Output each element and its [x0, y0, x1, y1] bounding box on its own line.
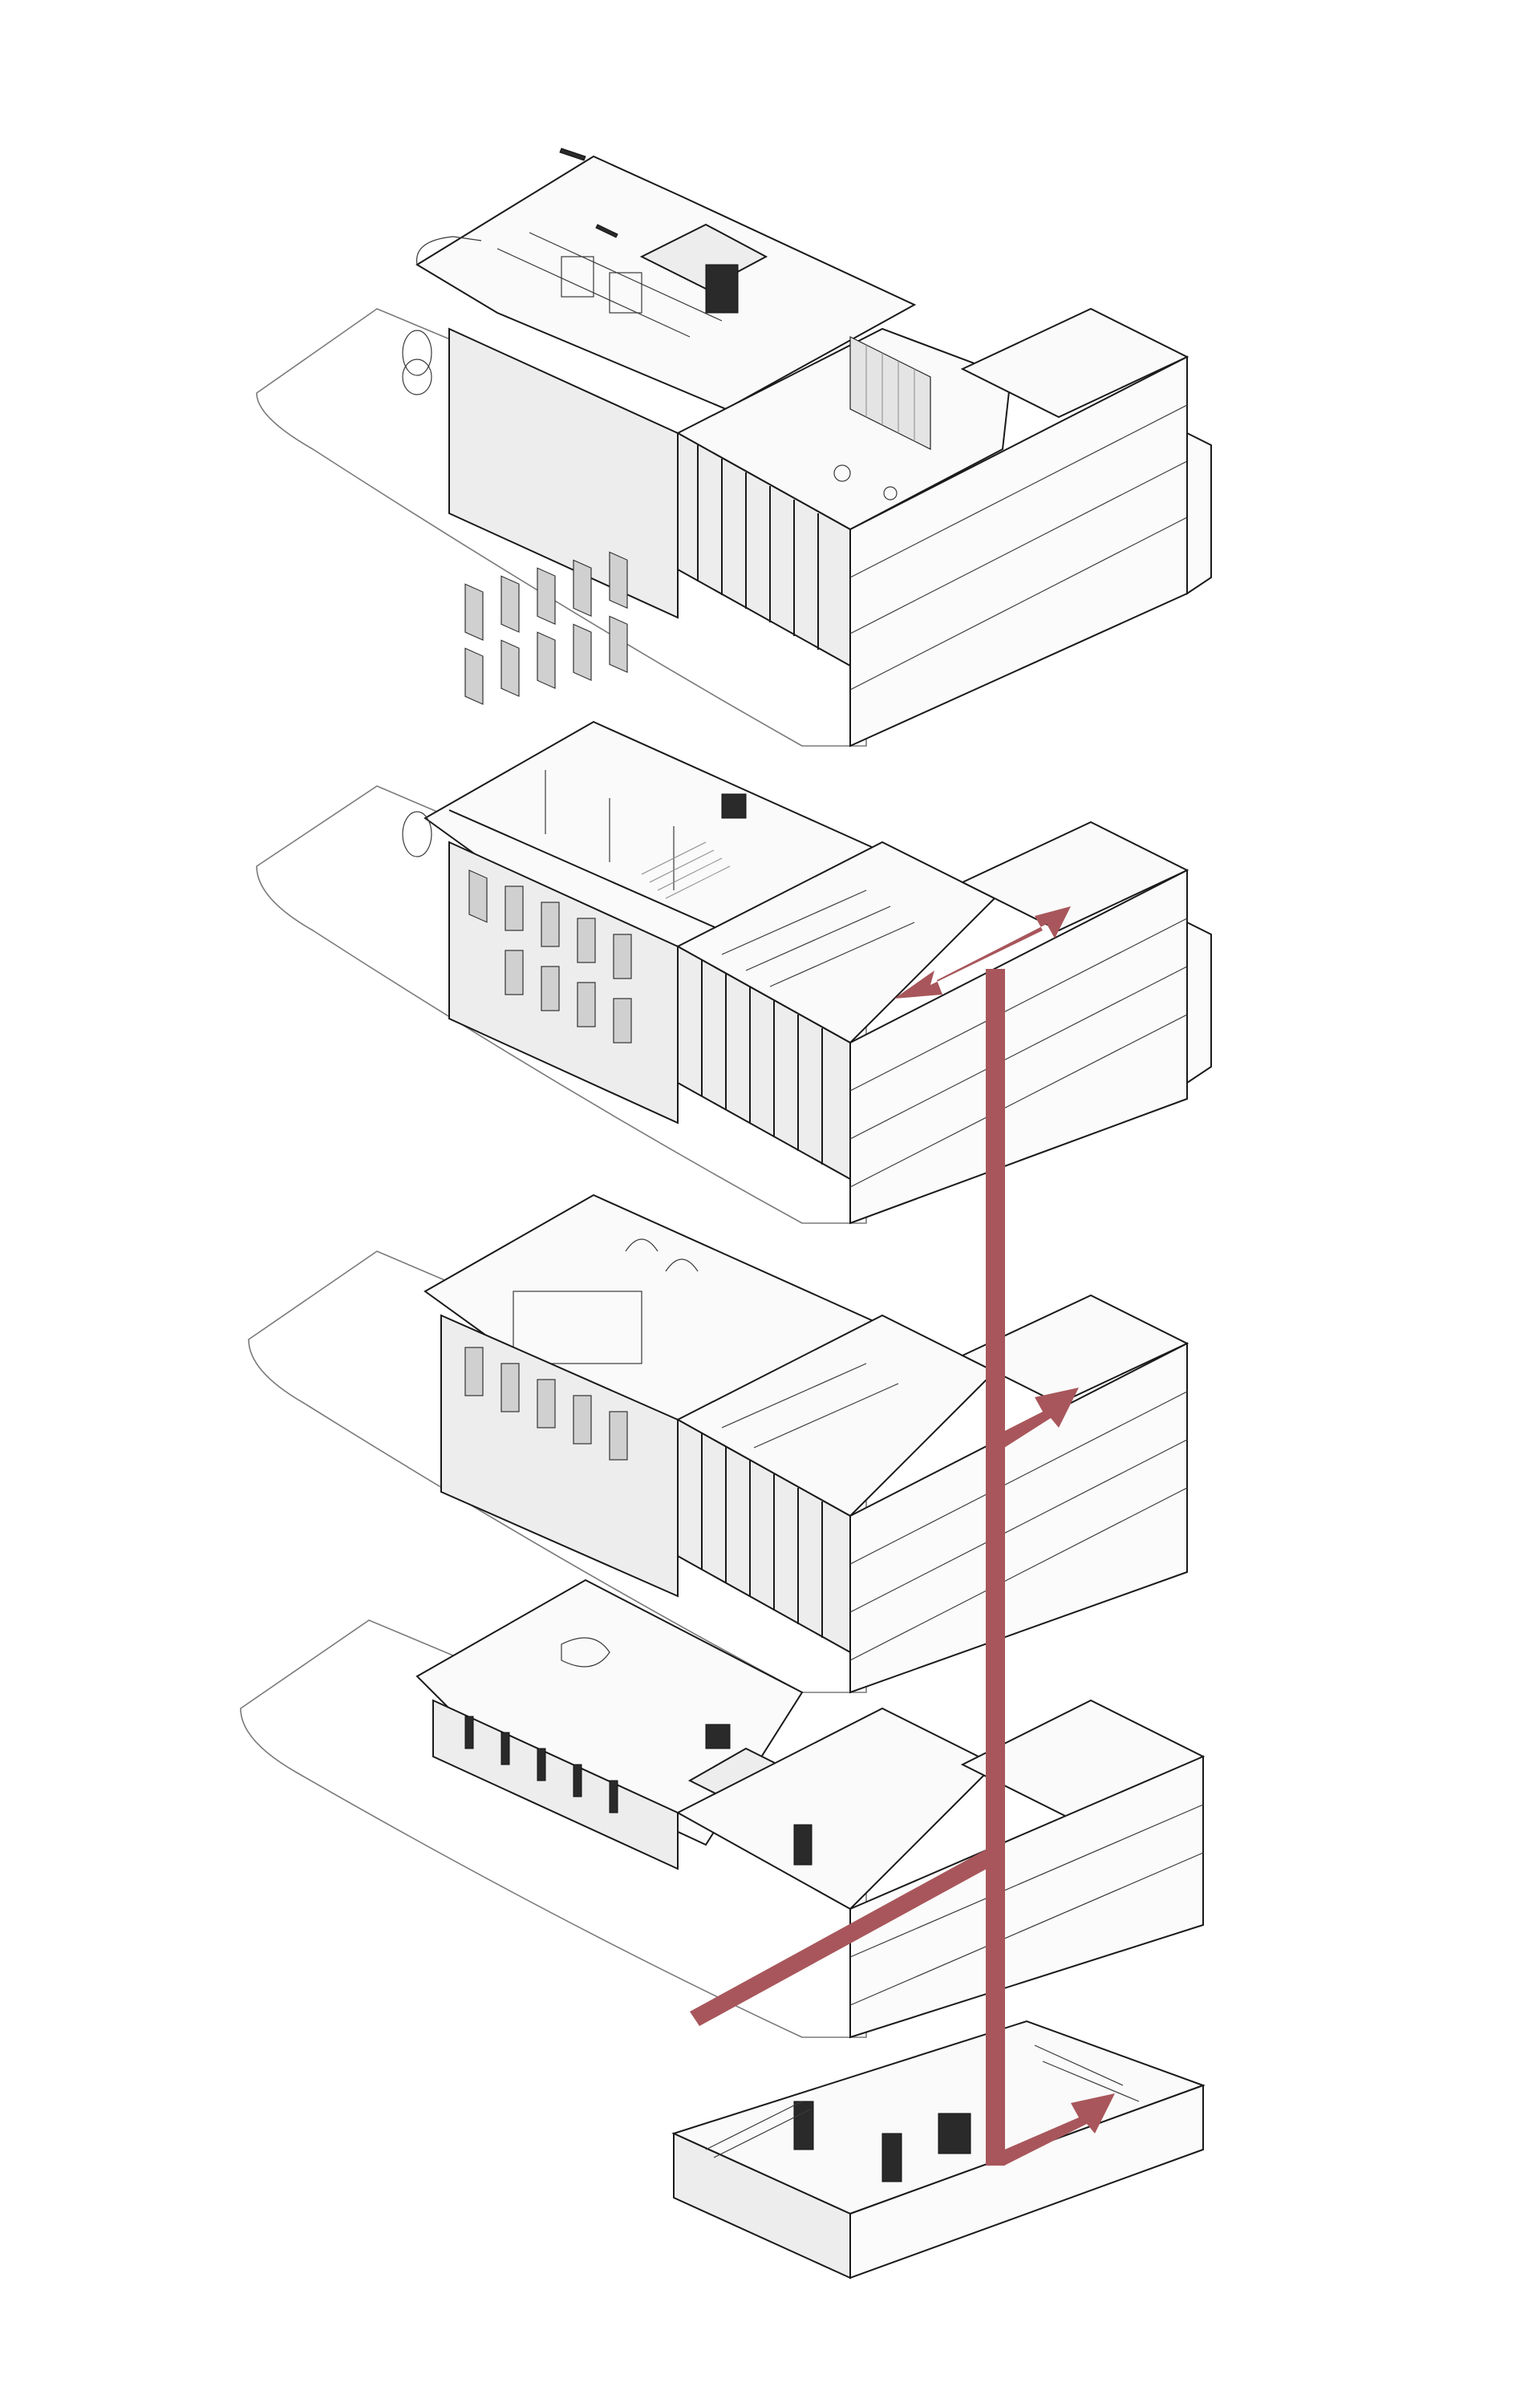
- annex-side-wall: [849, 869, 1188, 1225]
- partition-panels: [793, 1824, 813, 1866]
- new-wing-fins: [701, 1433, 823, 1638]
- basement-side-wall: [849, 2084, 1204, 2279]
- historic-facade-windows: [464, 551, 628, 705]
- upper-floor: [256, 720, 1212, 1225]
- middle-floor-right-arrow: [995, 1388, 1079, 1448]
- entry-arrow: [690, 1845, 1004, 2026]
- basement-partitions: [793, 2101, 971, 2182]
- seating-rows: [641, 841, 731, 899]
- basement-right-arrow: [995, 2093, 1115, 2166]
- spiral-stair: [402, 330, 432, 376]
- annex-side-wall: [849, 1342, 1188, 1694]
- historic-wing-roof: [415, 155, 917, 411]
- historic-facade: [440, 1314, 679, 1598]
- historic-facade: [448, 327, 679, 619]
- lift-shaft: [705, 264, 739, 314]
- historic-facade-windows: [468, 869, 632, 1043]
- ground-floor: [240, 1578, 1206, 2039]
- upper-floor-double-arrow: [894, 906, 1071, 999]
- lift-shaft: [705, 1724, 731, 1749]
- spiral-stair: [402, 811, 432, 857]
- roof-level: [256, 148, 1212, 748]
- middle-floor: [248, 1193, 1189, 1694]
- arcade-piers: [464, 1716, 618, 1813]
- site-outline: [240, 1619, 867, 2038]
- vertical-circulation-arrow: [986, 969, 1005, 2166]
- historic-arcade: [432, 1699, 679, 1870]
- basement: [671, 2020, 1206, 2279]
- new-wing-fins: [701, 960, 823, 1165]
- circulation-arrows: [690, 906, 1115, 2166]
- lift-shaft: [721, 793, 747, 819]
- new-wing-fins: [697, 445, 819, 650]
- historic-facade-windows: [464, 1347, 628, 1461]
